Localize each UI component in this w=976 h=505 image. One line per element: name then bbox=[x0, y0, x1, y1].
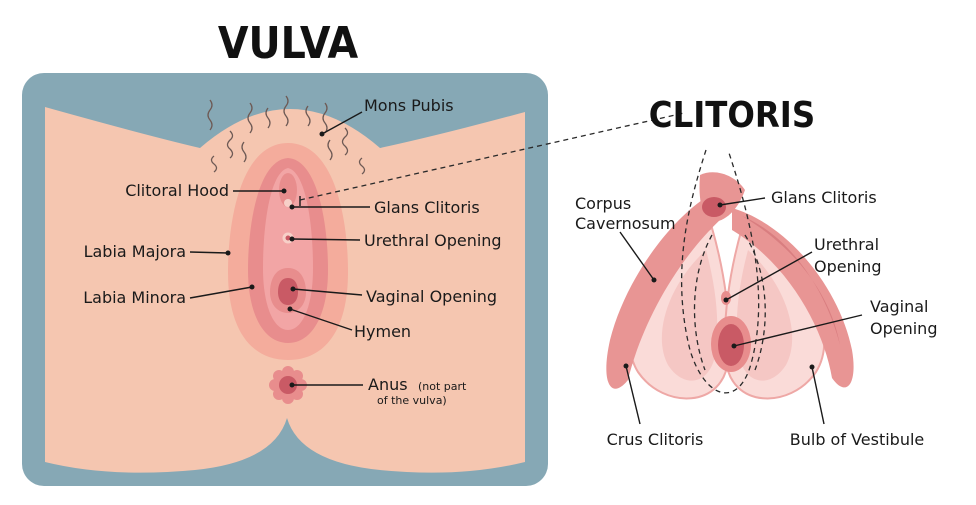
vulva-illustration bbox=[22, 73, 548, 486]
label-labia-minora: Labia Minora bbox=[83, 288, 186, 307]
glans-clitoris-right-shape bbox=[702, 197, 726, 217]
label-corpus-cavernosum-1: Corpus bbox=[575, 194, 631, 213]
vulva-outline-dashed bbox=[681, 149, 760, 394]
label-glans-clitoris-right: Glans Clitoris bbox=[771, 188, 877, 207]
label-corpus-cavernosum-2: Cavernosum bbox=[575, 214, 676, 233]
vulva-leader-lines bbox=[189, 111, 370, 388]
label-anus-note-2: of the vulva) bbox=[377, 394, 447, 407]
label-bulb-of-vestibule: Bulb of Vestibule bbox=[790, 430, 925, 449]
label-clitoral-hood: Clitoral Hood bbox=[125, 181, 229, 200]
label-hymen: Hymen bbox=[354, 322, 411, 341]
vulva-title: VULVA bbox=[218, 18, 359, 69]
label-anus-note-1: (not part bbox=[418, 380, 467, 393]
label-urethral-opening-right-2: Opening bbox=[814, 257, 881, 276]
glans-clitoris-shape bbox=[284, 199, 292, 207]
clitoris-leader-lines bbox=[619, 197, 863, 425]
label-vaginal-opening: Vaginal Opening bbox=[366, 287, 497, 306]
label-mons-pubis: Mons Pubis bbox=[364, 96, 454, 115]
pubic-hair bbox=[207, 95, 366, 175]
label-labia-majora: Labia Majora bbox=[84, 242, 186, 261]
clitoris-title: CLITORIS bbox=[649, 95, 815, 136]
crus-left-shape bbox=[606, 196, 722, 389]
vaginal-opening-right-inner bbox=[718, 324, 744, 366]
urethral-opening-center bbox=[285, 235, 291, 241]
label-urethral-opening-right-1: Urethral bbox=[814, 235, 879, 254]
label-urethral-opening: Urethral Opening bbox=[364, 231, 502, 250]
anus-shape bbox=[269, 366, 307, 404]
label-vaginal-opening-right-2: Opening bbox=[870, 319, 937, 338]
label-glans-clitoris: Glans Clitoris bbox=[374, 198, 480, 217]
label-crus-clitoris: Crus Clitoris bbox=[607, 430, 704, 449]
connector-dashed-line bbox=[299, 112, 685, 201]
crus-right-shape bbox=[732, 208, 854, 388]
clitoral-hood-shape bbox=[279, 173, 297, 207]
label-anus: Anus bbox=[368, 375, 408, 394]
vaginal-opening-shape bbox=[278, 278, 298, 305]
clitoris-illustration bbox=[606, 149, 854, 400]
label-vaginal-opening-right-1: Vaginal bbox=[870, 297, 929, 316]
bulb-left-shading bbox=[661, 250, 718, 381]
